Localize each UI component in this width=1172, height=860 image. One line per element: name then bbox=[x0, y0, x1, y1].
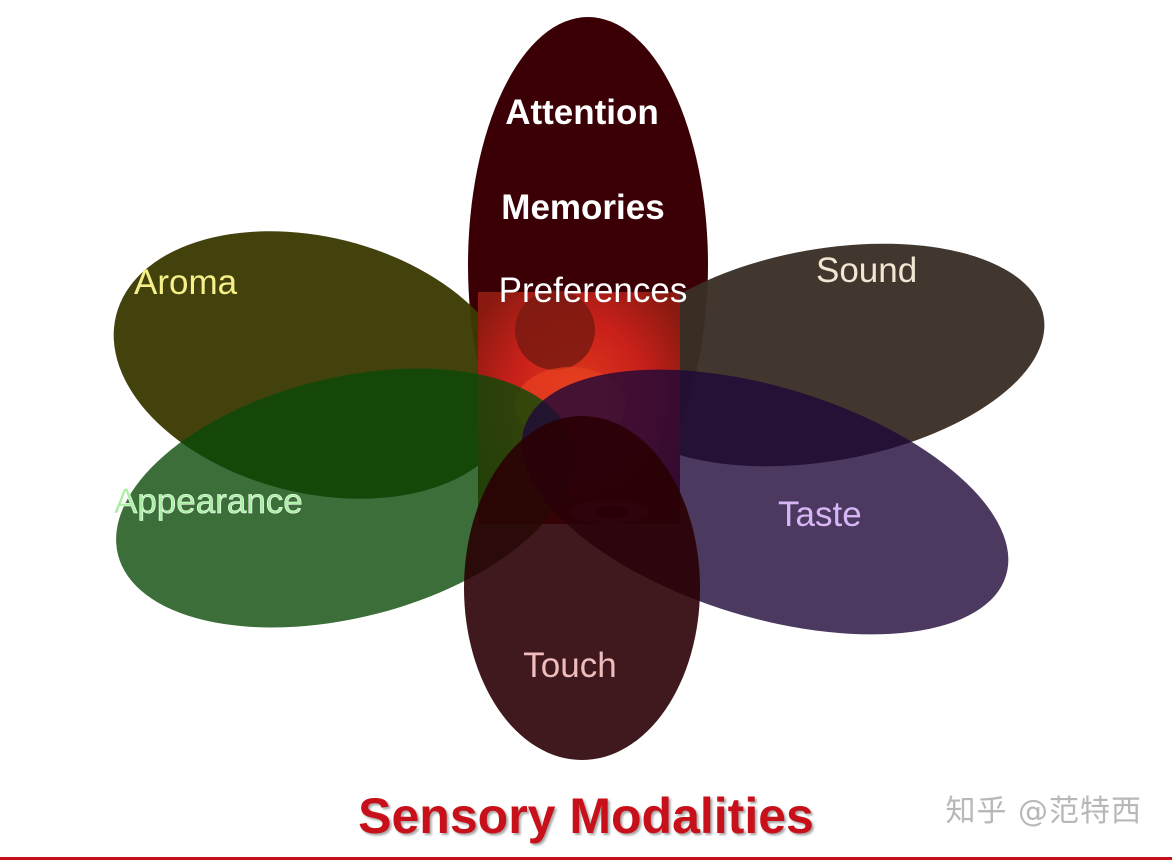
label-sound: Sound bbox=[816, 251, 917, 290]
label-touch: Touch bbox=[523, 646, 616, 685]
label-attention: Attention bbox=[505, 93, 659, 132]
label-memories: Memories bbox=[501, 188, 664, 227]
label-aroma: Aroma bbox=[134, 263, 238, 302]
label-preferences: Preferences bbox=[499, 271, 688, 310]
petal-touch bbox=[464, 416, 700, 760]
slide-title: Sensory Modalities bbox=[358, 788, 814, 844]
center-photo-face bbox=[515, 290, 595, 370]
watermark: 知乎 @范特西 bbox=[945, 794, 1142, 829]
label-appearance: Appearance bbox=[114, 482, 303, 521]
bottom-rule bbox=[0, 857, 1172, 860]
label-taste: Taste bbox=[778, 495, 862, 534]
petal-appearance bbox=[116, 368, 574, 628]
